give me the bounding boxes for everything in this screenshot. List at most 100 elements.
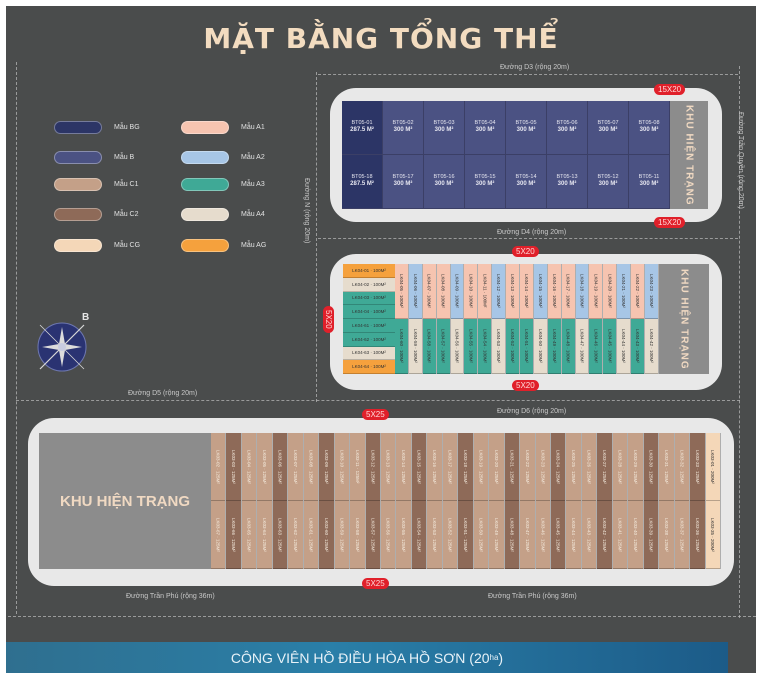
- lot-lk03-23[interactable]: LK03-23 · 125M²: [535, 433, 550, 501]
- lot-lk03-55[interactable]: LK03-55 · 125M²: [396, 501, 411, 569]
- lot-lk03-36[interactable]: LK03-36 · 125M²: [690, 501, 705, 569]
- lot-lk03-62[interactable]: LK03-62 · 125M²: [288, 501, 303, 569]
- lot-lk03-27[interactable]: LK03-27 · 125M²: [597, 433, 612, 501]
- lot-lk03-06[interactable]: LK03-06 · 125M²: [272, 433, 288, 501]
- lot-lk03-41[interactable]: LK03-41 · 125M²: [612, 501, 628, 569]
- lot-lk03-31[interactable]: LK03-31 · 125M²: [659, 433, 674, 501]
- lot-lk03-65[interactable]: LK03-65 · 125M²: [241, 501, 257, 569]
- lot-lk04-07[interactable]: LK04-07 · 100M²: [422, 264, 436, 319]
- lot-lk03-04[interactable]: LK03-04 · 125M²: [241, 433, 257, 501]
- lot-lk04-63[interactable]: LK04-63 · 100M²: [343, 346, 395, 361]
- lot-lk03-60[interactable]: LK03-60 · 125M²: [319, 501, 334, 569]
- lot-lk03-49[interactable]: LK03-49 · 125M²: [489, 501, 504, 569]
- lot-lk04-05[interactable]: LK04-05 · 100M²: [395, 264, 408, 319]
- lot-lk04-12[interactable]: LK04-12 · 100M²: [492, 264, 506, 319]
- lot-lk04-53[interactable]: LK04-53 · 100M²: [492, 319, 506, 374]
- lot-lk03-43[interactable]: LK03-43 · 125M²: [581, 501, 597, 569]
- lot-lk03-29[interactable]: LK03-29 · 125M²: [628, 433, 643, 501]
- lot-lk04-23[interactable]: LK04-23 · 100M²: [645, 264, 658, 319]
- lot-lk03-61[interactable]: LK03-61 · 125M²: [303, 501, 319, 569]
- lot-lk03-02[interactable]: LK03-02 · 125M²: [211, 433, 226, 501]
- lot-lk03-67[interactable]: LK03-67 · 125M²: [211, 501, 226, 569]
- lot-lk03-47[interactable]: LK03-47 · 125M²: [520, 501, 535, 569]
- lot-lk04-19[interactable]: LK04-19 · 100M²: [589, 264, 603, 319]
- lot-lk03-42[interactable]: LK03-42 · 125M²: [597, 501, 612, 569]
- lot-lk03-20[interactable]: LK03-20 · 125M²: [489, 433, 504, 501]
- lot-lk04-62[interactable]: LK04-62 · 100M²: [343, 332, 395, 347]
- lot-lk04-15[interactable]: LK04-15 · 100M²: [533, 264, 547, 319]
- lot-lk04-58[interactable]: LK04-58 · 100M²: [422, 319, 436, 374]
- lot-lk03-33[interactable]: LK03-33 · 125M²: [690, 433, 705, 501]
- lot-lk03-09[interactable]: LK03-09 · 125M²: [319, 433, 334, 501]
- lot-lk04-61[interactable]: LK04-61 · 100M²: [343, 319, 395, 333]
- lot-lk03-39[interactable]: LK03-39 · 125M²: [643, 501, 659, 569]
- lot-lk04-50[interactable]: LK04-50 · 100M²: [533, 319, 547, 374]
- lot-lk03-59[interactable]: LK03-59 · 125M²: [334, 501, 350, 569]
- lot-lk04-06[interactable]: LK04-06 · 100M²: [408, 264, 422, 319]
- lot-lk04-20[interactable]: LK04-20 · 100M²: [603, 264, 617, 319]
- lot-lk04-08[interactable]: LK04-08 · 100M²: [436, 264, 450, 319]
- lot-lk04-54[interactable]: LK04-54 · 100M²: [478, 319, 492, 374]
- lot-lk04-09[interactable]: LK04-09 · 100M²: [450, 264, 464, 319]
- lot-lk03-25[interactable]: LK03-25 · 125M²: [566, 433, 581, 501]
- lot-lk03-19[interactable]: LK03-19 · 125M²: [473, 433, 489, 501]
- lot-lk03-18[interactable]: LK03-18 · 125M²: [458, 433, 473, 501]
- lot-lk03-44[interactable]: LK03-44 · 125M²: [566, 501, 581, 569]
- lot-lk03-08[interactable]: LK03-08 · 125M²: [303, 433, 319, 501]
- lot-lk03-28[interactable]: LK03-28 · 125M²: [612, 433, 628, 501]
- lot-lk04-49[interactable]: LK04-49 · 100M²: [547, 319, 561, 374]
- lot-lk03-24[interactable]: LK03-24 · 125M²: [550, 433, 566, 501]
- lot-lk04-51[interactable]: LK04-51 · 100M²: [520, 319, 533, 374]
- lot-lk04-59[interactable]: LK04-59 · 100M²: [408, 319, 422, 374]
- lot-lk04-47[interactable]: LK04-47 · 100M²: [575, 319, 589, 374]
- lot-lk04-16[interactable]: LK04-16 · 100M²: [547, 264, 561, 319]
- lot-lk04-11[interactable]: LK04-11 · 100M²: [478, 264, 492, 319]
- lot-lk04-52[interactable]: LK04-52 · 100M²: [506, 319, 520, 374]
- lot-lk03-10[interactable]: LK03-10 · 125M²: [334, 433, 350, 501]
- lot-lk04-02[interactable]: LK04-02 · 100M²: [343, 277, 395, 292]
- lot-lk04-48[interactable]: LK04-48 · 100M²: [561, 319, 575, 374]
- lot-lk03-54[interactable]: LK03-54 · 125M²: [411, 501, 427, 569]
- lot-lk04-46[interactable]: LK04-46 · 100M²: [589, 319, 603, 374]
- lot-lk04-57[interactable]: LK04-57 · 100M²: [436, 319, 450, 374]
- lot-lk03-52[interactable]: LK03-52 · 125M²: [442, 501, 458, 569]
- lot-lk03-05[interactable]: LK03-05 · 125M²: [257, 433, 272, 501]
- lot-lk03-51[interactable]: LK03-51 · 125M²: [458, 501, 473, 569]
- lot-lk03-11[interactable]: LK03-11 · 125M²: [350, 433, 365, 501]
- lot-lk03-32[interactable]: LK03-32 · 125M²: [674, 433, 690, 501]
- lot-lk03-38[interactable]: LK03-38 · 125M²: [659, 501, 674, 569]
- lot-lk03-22[interactable]: LK03-22 · 125M²: [520, 433, 535, 501]
- lot-lk04-04[interactable]: LK04-04 · 100M²: [343, 305, 395, 319]
- lot-lk03-50[interactable]: LK03-50 · 125M²: [473, 501, 489, 569]
- lot-lk04-14[interactable]: LK04-14 · 100M²: [520, 264, 533, 319]
- lot-lk03-07[interactable]: LK03-07 · 125M²: [288, 433, 303, 501]
- lot-lk03-16[interactable]: LK03-16 · 125M²: [427, 433, 442, 501]
- lot-lk03-53[interactable]: LK03-53 · 125M²: [427, 501, 442, 569]
- lot-lk04-17[interactable]: LK04-17 · 100M²: [561, 264, 575, 319]
- lot-lk04-21[interactable]: LK04-21 · 100M²: [617, 264, 631, 319]
- lot-lk03-40[interactable]: LK03-40 · 125M²: [628, 501, 643, 569]
- lot-lk04-43[interactable]: LK04-43 · 100M²: [631, 319, 645, 374]
- lot-lk04-56[interactable]: LK04-56 · 100M²: [450, 319, 464, 374]
- lot-lk03-03[interactable]: LK03-03 · 125M²: [226, 433, 241, 501]
- lot-lk03-26[interactable]: LK03-26 · 125M²: [581, 433, 597, 501]
- lot-lk03-46[interactable]: LK03-46 · 125M²: [535, 501, 550, 569]
- lot-lk03-48[interactable]: LK03-48 · 125M²: [504, 501, 520, 569]
- lot-lk03-64[interactable]: LK03-64 · 125M²: [257, 501, 272, 569]
- lot-lk04-60[interactable]: LK04-60 · 100M²: [395, 319, 408, 374]
- lot-lk04-42[interactable]: LK04-42 · 100M²: [645, 319, 658, 374]
